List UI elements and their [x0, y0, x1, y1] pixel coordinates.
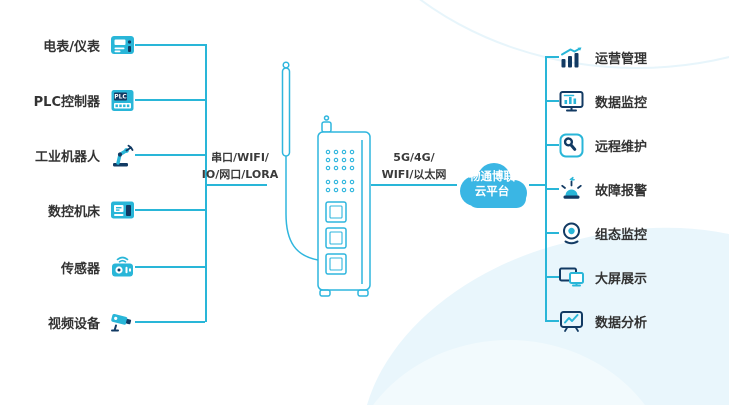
function-row-bigscreen: 大屏展示 [558, 262, 647, 292]
sensor-icon [109, 254, 136, 281]
scada-webcam-icon [558, 220, 585, 247]
device-row-meter: 电表/仪表 [18, 30, 136, 60]
bus-to-gateway-line [205, 184, 267, 186]
connector-stub-scada [545, 232, 559, 234]
left-link-line2: IO/网口/LORA [201, 168, 279, 181]
data-analysis-icon [558, 308, 585, 335]
gateway-to-cloud-line [371, 184, 457, 186]
cloud-platform [450, 156, 534, 216]
connector-stub-monitor [545, 100, 559, 102]
function-row-alarm: 故障报警 [558, 174, 647, 204]
cnc-machine-icon [109, 197, 136, 224]
right-link-label: 5G/4G/ WIFI/以太网 [373, 149, 455, 183]
connector-stub-ops [545, 56, 559, 58]
device-label: 数控机床 [47, 204, 100, 220]
device-row-cnc: 数控机床 [18, 195, 136, 225]
connector-stub-video [135, 321, 205, 323]
left-link-line1: 串口/WIFI/ [211, 151, 269, 164]
right-link-line1: 5G/4G/ [393, 151, 435, 164]
function-label: 故障报警 [595, 183, 648, 199]
cloud-platform-label: 物通博联 云平台 [450, 169, 534, 199]
data-monitor-icon [558, 88, 585, 115]
device-label: PLC控制器 [33, 94, 100, 110]
device-row-video: 视频设备 [18, 307, 136, 337]
left-bus-line [205, 44, 207, 322]
remote-maintenance-icon [558, 132, 585, 159]
industrial-gateway-router [256, 56, 380, 302]
video-camera-icon [109, 309, 136, 336]
device-label: 工业机器人 [34, 149, 100, 165]
device-label: 传感器 [60, 261, 100, 277]
function-label: 远程维护 [595, 139, 648, 155]
device-row-plc: PLC控制器 PLC [18, 85, 136, 115]
connector-stub-robot [135, 154, 205, 156]
connector-stub-analysis [545, 320, 559, 322]
function-row-maintenance: 远程维护 [558, 130, 647, 160]
plc-icon: PLC [109, 87, 136, 114]
right-link-line2: WIFI/以太网 [381, 168, 447, 181]
function-label: 组态监控 [595, 227, 648, 243]
device-label: 电表/仪表 [43, 39, 100, 55]
connector-stub-alarm [545, 188, 559, 190]
connector-stub-plc [135, 99, 205, 101]
operations-chart-icon [558, 44, 585, 71]
device-row-robot: 工业机器人 [18, 140, 136, 170]
function-label: 大屏展示 [595, 271, 648, 287]
function-row-monitoring: 数据监控 [558, 86, 647, 116]
device-label: 视频设备 [47, 316, 100, 332]
device-row-sensor: 传感器 [18, 252, 136, 282]
robot-arm-icon [109, 142, 136, 169]
function-label: 数据分析 [595, 315, 648, 331]
function-row-scada: 组态监控 [558, 218, 647, 248]
function-row-analysis: 数据分析 [558, 306, 647, 336]
connector-stub-maintenance [545, 144, 559, 146]
connector-stub-cnc [135, 209, 205, 211]
function-label: 数据监控 [595, 95, 648, 111]
svg-text:PLC: PLC [114, 93, 127, 100]
function-label: 运营管理 [595, 51, 648, 67]
cloud-to-bus-line [529, 184, 546, 186]
fault-alarm-icon [558, 176, 585, 203]
meter-icon [109, 32, 136, 59]
connector-stub-screen [545, 276, 559, 278]
function-row-operations: 运营管理 [558, 42, 647, 72]
connector-stub-sensor [135, 266, 205, 268]
big-screen-icon [558, 264, 585, 291]
left-link-label: 串口/WIFI/ IO/网口/LORA [198, 149, 282, 183]
cloud-label-line1: 物通博联 [469, 169, 515, 183]
connector-stub-meter [135, 44, 205, 46]
cloud-label-line2: 云平台 [474, 184, 510, 198]
